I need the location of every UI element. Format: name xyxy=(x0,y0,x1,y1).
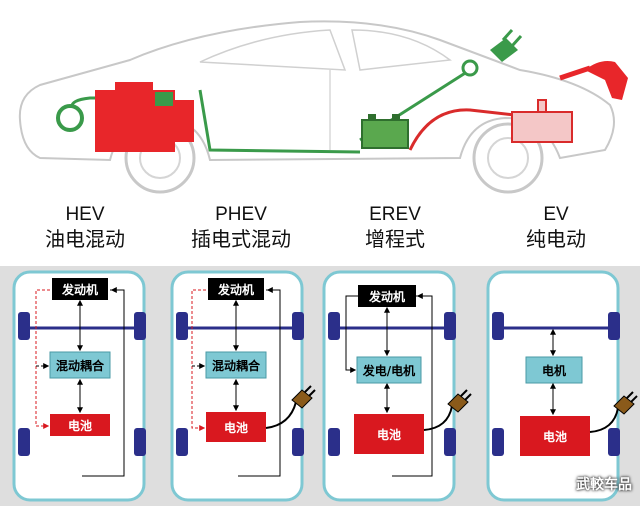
phev-wheel xyxy=(176,428,188,456)
car-illustration xyxy=(18,20,628,194)
phev-engine-box xyxy=(208,278,264,300)
erev-plug-icon xyxy=(423,389,472,431)
hev-coupler-label: 混动耦合 xyxy=(56,358,105,373)
heading-phev-abbr: PHEV xyxy=(215,204,267,225)
car-window-rear xyxy=(351,29,452,71)
diagram-phev: 发动机 混动耦合 电池 xyxy=(170,270,316,502)
battery-icon xyxy=(361,114,409,149)
phev-wheel xyxy=(292,312,304,340)
phev-wheel xyxy=(292,428,304,456)
ev-wheel xyxy=(492,428,504,456)
heading-erev-abbr: EREV xyxy=(369,204,421,225)
fuel-tank-icon xyxy=(511,99,573,143)
heading-phev-name: 插电式混动 xyxy=(191,227,291,251)
erev-wheel xyxy=(444,428,456,456)
ev-motor-box xyxy=(525,356,583,384)
ev-wheel xyxy=(608,428,620,456)
heading-ev-name: 纯电动 xyxy=(526,227,586,251)
erev-battery-label: 电池 xyxy=(377,427,401,442)
hev-wheel xyxy=(18,428,30,456)
motor-icon xyxy=(56,104,84,132)
phev-wheel xyxy=(176,312,188,340)
fuel-nozzle-icon xyxy=(559,61,628,100)
fuel-line-red xyxy=(408,108,561,151)
phev-coupler-box xyxy=(205,351,267,379)
erev-engine-label: 发动机 xyxy=(368,289,405,304)
diagram-erev: 发动机 发电/电机 电池 xyxy=(322,270,472,502)
phev-battery-box xyxy=(206,412,266,442)
erev-generator-motor-box xyxy=(356,356,422,384)
heading-ev: EV 纯电动 xyxy=(481,204,631,252)
heading-phev: PHEV 插电式混动 xyxy=(166,204,316,252)
hev-wheel xyxy=(134,312,146,340)
ev-wheel xyxy=(608,312,620,340)
erev-generator-motor-label: 发电/电机 xyxy=(362,363,415,378)
hev-wheel xyxy=(134,428,146,456)
hev-engine-box xyxy=(52,278,108,300)
erev-wheel xyxy=(328,312,340,340)
heading-erev-name: 增程式 xyxy=(365,227,425,251)
hev-coupler-box xyxy=(49,351,111,379)
heading-erev: EREV 增程式 xyxy=(320,204,470,252)
phev-coupler-label: 混动耦合 xyxy=(212,358,261,373)
engine-icon xyxy=(95,82,194,152)
heading-hev: HEV 油电混动 xyxy=(10,204,160,252)
erev-wheel xyxy=(328,428,340,456)
car-window xyxy=(199,29,347,71)
hev-battery-box xyxy=(50,414,110,436)
heading-ev-abbr: EV xyxy=(543,204,569,225)
diagram-hev: 发动机 混动耦合 电池 xyxy=(12,270,146,502)
charging-plug-icon xyxy=(461,28,523,77)
ev-battery-box xyxy=(520,416,590,456)
ev-plug-icon xyxy=(589,391,638,433)
heading-hev-name: 油电混动 xyxy=(45,227,125,251)
phev-battery-label: 电池 xyxy=(224,420,248,435)
watermark: 武較车品 xyxy=(576,477,632,493)
heading-hev-abbr: HEV xyxy=(65,204,105,225)
phev-plug-icon xyxy=(265,385,316,429)
hev-engine-label: 发动机 xyxy=(61,282,98,297)
diagram-ev: 电机 电池 xyxy=(486,270,638,502)
ev-motor-label: 电机 xyxy=(542,363,566,378)
erev-wheel xyxy=(444,312,456,340)
hev-wheel xyxy=(18,312,30,340)
ev-battery-label: 电池 xyxy=(543,429,567,444)
erev-battery-box xyxy=(354,414,424,454)
ev-wheel xyxy=(492,312,504,340)
hev-battery-label: 电池 xyxy=(68,418,92,433)
phev-engine-label: 发动机 xyxy=(217,282,254,297)
erev-engine-box xyxy=(358,285,416,307)
